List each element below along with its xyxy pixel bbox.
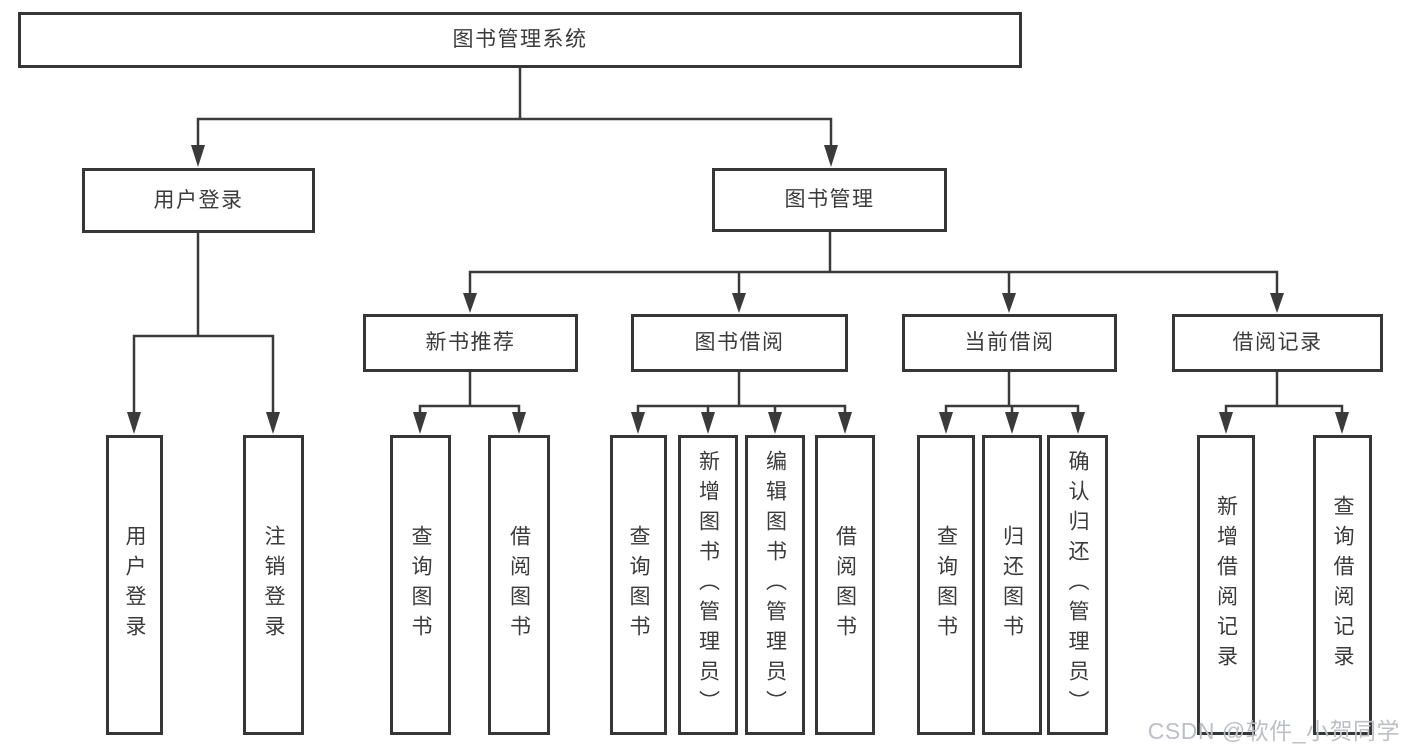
group-node-borrow-records: 借阅记录: [1172, 314, 1383, 372]
branch-node-user-login: 用户登录: [82, 168, 315, 233]
leaf-node-add-borrow-record: 新增借阅记录: [1197, 435, 1255, 735]
arrowheads: [127, 145, 1349, 434]
leaf-node-confirm-return-admin: 确认归还（管理员）: [1047, 435, 1108, 735]
group-node-book-borrow: 图书借阅: [631, 314, 848, 372]
root-node-library-system: 图书管理系统: [18, 12, 1022, 68]
branch-node-book-management: 图书管理: [712, 168, 947, 232]
leaf-node-query-borrow-record: 查询借阅记录: [1313, 435, 1372, 735]
leaf-node-borrow-books-recommend: 借阅图书: [488, 435, 550, 735]
leaf-node-borrow-books: 借阅图书: [815, 435, 875, 735]
group-node-new-book-recommend: 新书推荐: [363, 314, 578, 372]
leaf-node-return-books: 归还图书: [982, 435, 1042, 735]
group-node-current-borrow: 当前借阅: [902, 314, 1117, 372]
leaf-node-query-books-borrow: 查询图书: [610, 435, 667, 735]
leaf-node-query-books-current: 查询图书: [917, 435, 975, 735]
leaf-node-add-books-admin: 新增图书（管理员）: [678, 435, 738, 735]
watermark: CSDN @软件_小贺同学: [1147, 718, 1400, 744]
leaf-node-logout: 注销登录: [243, 435, 304, 735]
leaf-node-edit-books-admin: 编辑图书（管理员）: [745, 435, 805, 735]
leaf-node-query-books-recommend: 查询图书: [390, 435, 451, 735]
leaf-node-user-login: 用户登录: [106, 435, 163, 735]
